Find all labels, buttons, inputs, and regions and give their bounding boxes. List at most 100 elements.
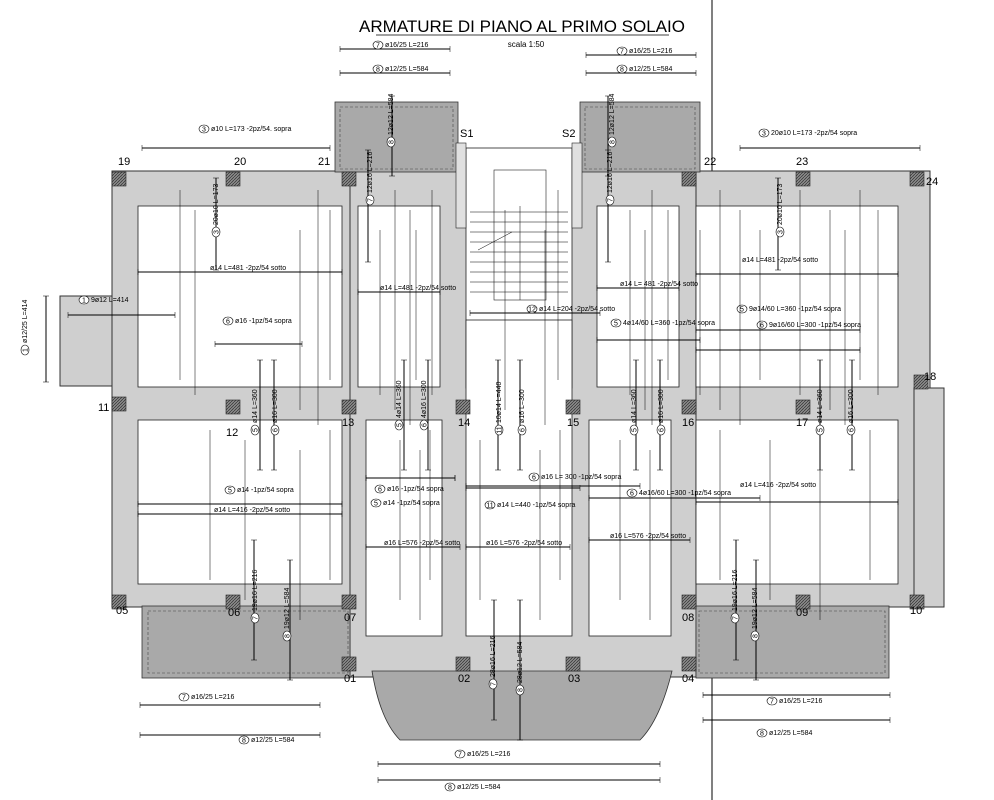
stair-wall-right (571, 142, 583, 229)
column-09 (795, 594, 811, 610)
slab-panel-sw (137, 419, 343, 585)
rebar-mark: 6 (532, 475, 536, 482)
rebar-mark-circle (198, 124, 210, 134)
stair-wall-left (455, 142, 467, 229)
rebar-mark-circle (282, 630, 292, 642)
rebar-text: ø16/25 L=216 (191, 694, 235, 701)
rebar-text: 20ø10 L=173 -2pz/54 sopra (771, 130, 857, 137)
rebar-mark: 11 (486, 503, 493, 510)
rebar-h-7: ø14 L=481 -2pz/54 sotto (137, 265, 343, 275)
rebar-text: ø16 -1pz/54 sopra (235, 318, 292, 325)
rebar-text: 9ø14/60 L=360 -1pz/54 sopra (749, 306, 841, 313)
rebar-text: ø16 L=576 -2pz/54 sotto (610, 533, 686, 540)
rebar-mark-circle (444, 782, 456, 792)
rebar-mark: 7 (733, 616, 740, 620)
rebar-mark: 11 (497, 426, 504, 433)
slab-panel-s-mid-right (588, 419, 672, 637)
rebar-mark: 7 (458, 752, 462, 759)
rebar-text: ø16 L=576 -2pz/54 sotto (384, 540, 460, 547)
rebar-text: ø16 L=300 (519, 389, 526, 423)
column-label-12: 12 (226, 427, 238, 439)
column-10 (909, 594, 925, 610)
bottom-balcony-right (695, 605, 890, 679)
rebar-mark-circle (20, 344, 30, 356)
rebar-mark: 8 (389, 140, 396, 144)
rebar-mark-circle (211, 226, 221, 238)
rebar-text: ø14 L=204 -2pz/54 sotto (539, 306, 615, 313)
bottom-balcony-right-dash (698, 610, 886, 674)
rebar-text: ø14 -1pz/54 sopra (383, 500, 440, 507)
rebar-text: 20ø10 L=173 (213, 183, 220, 225)
rebar-text: ø14 -1pz/54 sopra (237, 487, 294, 494)
column-02 (455, 656, 471, 672)
rebar-mark: 8 (518, 688, 525, 692)
rebar-h-26: ø16 L=576 -2pz/54 sotto (588, 533, 691, 543)
rebar-text: ø16/25 L=216 (779, 698, 823, 705)
column-label-11: 11 (98, 402, 109, 414)
rebar-mark-circle (756, 728, 768, 738)
bottom-balcony-left (141, 605, 351, 679)
column-13 (341, 399, 357, 415)
rebar-mark-circle (616, 64, 628, 74)
rebar-mark-circle (250, 424, 260, 436)
rebar-text: ø12/25 L=584 (457, 784, 501, 791)
rebar-text: ø12/25 L=584 (769, 730, 813, 737)
column-label-03: 03 (568, 673, 580, 685)
top-balcony-right-dash (584, 106, 696, 170)
rebar-text: 12ø12 L=584 (609, 93, 616, 135)
rebar-mark-circle (372, 40, 384, 50)
rebar-text: ø14 L=440 -1pz/54 sopra (497, 502, 576, 509)
stair-flight (470, 169, 568, 301)
rebar-mark: 6 (849, 428, 856, 432)
rebar-text: ø12/25 L=584 (385, 66, 429, 73)
rebar-text: ø14 L=360 (252, 389, 259, 423)
rebar-h-10: ø14 L=481 -2pz/54 sotto (695, 257, 899, 277)
rebar-mark-circle (526, 304, 538, 314)
rebar-text: ø12/25 L=584 (251, 737, 295, 744)
column-05 (111, 594, 127, 610)
rebar-text: ø14 L=360 (631, 389, 638, 423)
rebar-text: 19ø16 L=216 (252, 569, 259, 611)
rebar-mark: 6 (422, 423, 429, 427)
column-label-14: 14 (458, 417, 470, 429)
drawing-title: ARMATURE DI PIANO AL PRIMO SOLAIO (359, 17, 685, 36)
rebar-mark-circle (484, 500, 496, 510)
rebar-mark-circle (846, 424, 856, 436)
bottom-center-curved-balcony (371, 670, 673, 741)
rebar-mark-circle (730, 612, 740, 624)
column-14 (455, 399, 471, 415)
rebar-mark: 6 (378, 487, 382, 494)
rebar-mark-circle (528, 472, 540, 482)
column-label-07: 07 (344, 612, 356, 624)
stair-label-s2: S2 (562, 128, 575, 140)
column-06 (225, 594, 241, 610)
top-balcony-right (579, 101, 701, 173)
rebar-mark: 1 (23, 348, 30, 352)
rebar-text: 19ø12 L=584 (752, 587, 759, 629)
rebar-text: ø14 L=416 -2pz/54 sotto (214, 507, 290, 514)
column-07 (341, 594, 357, 610)
rebar-mark-circle (78, 295, 90, 305)
rebar-h-17: ø14 L=416 -2pz/54 sotto (137, 507, 343, 517)
slab-panel-ne (695, 205, 899, 388)
rebar-mark: 5 (397, 423, 404, 427)
rebar-h-25: ø16 L=576 -2pz/54 sotto (465, 540, 571, 550)
column-label-16: 16 (682, 417, 694, 429)
rebar-mark-circle (488, 678, 498, 690)
